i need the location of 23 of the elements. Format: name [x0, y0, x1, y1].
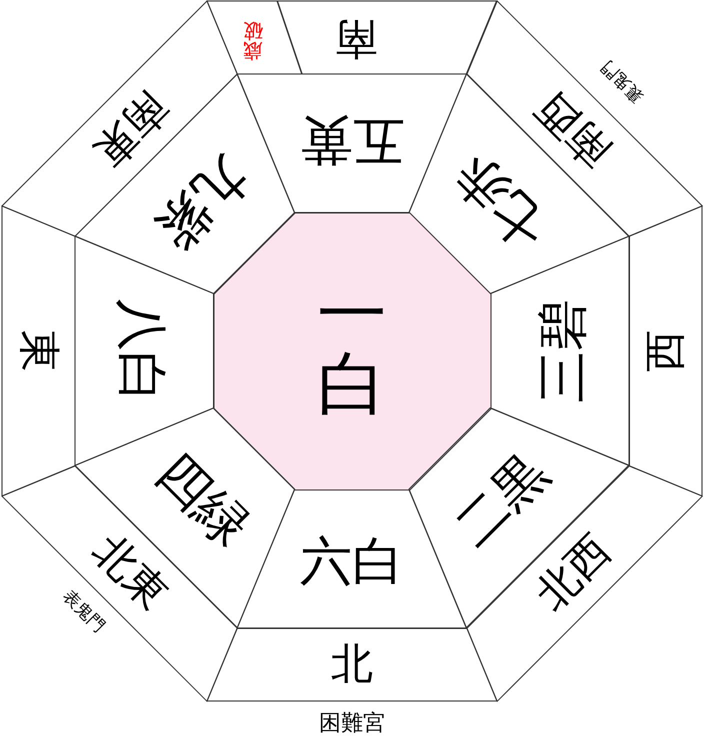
- ring-segment: [408, 407, 630, 629]
- ring-segment: [206, 627, 498, 702]
- ring-segment: [0, 205, 76, 497]
- star-label: 七赤: [446, 146, 558, 256]
- direction-label: 西: [645, 330, 687, 372]
- direction-label: 南: [334, 17, 377, 59]
- side-note: 困難宮: [319, 712, 385, 734]
- ring-segment: [206, 0, 304, 75]
- star-label: 八白: [114, 298, 166, 403]
- star-label: 一白: [317, 281, 387, 421]
- star-label: 三碧: [538, 298, 590, 403]
- direction-label: 北: [330, 644, 373, 686]
- ring-segment: [276, 0, 498, 75]
- warning-label: 歳破: [242, 20, 263, 60]
- direction-label: 東: [16, 330, 59, 372]
- ring-segment: [628, 205, 703, 497]
- side-note: 表鬼門: [60, 586, 108, 636]
- star-label: 六白: [300, 537, 404, 589]
- star-label: 四緑: [146, 446, 258, 556]
- ring-segment: [74, 73, 296, 295]
- star-label: 五黄: [300, 113, 404, 165]
- center-octagon: [212, 212, 492, 490]
- side-note: 裏鬼門: [598, 58, 646, 106]
